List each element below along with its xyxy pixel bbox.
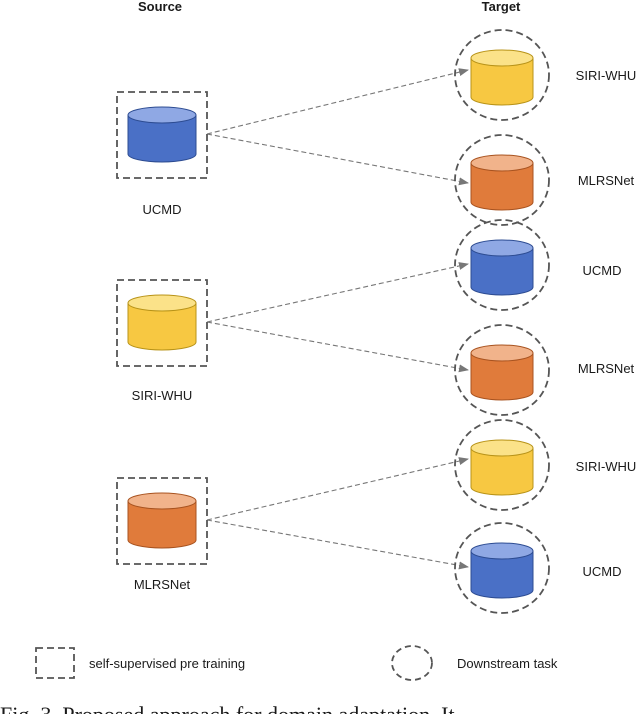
target-header: Target xyxy=(482,0,521,14)
arrow-ucmd-to-mlrsnet xyxy=(206,133,469,186)
target-ucmd xyxy=(454,522,550,614)
pretrain-box xyxy=(116,477,208,565)
source-siri-whu xyxy=(116,279,208,367)
target-mlrsnet xyxy=(454,134,550,226)
source-label: MLRSNet xyxy=(134,577,191,592)
target-siri-whu xyxy=(454,419,550,511)
target-label: SIRI-WHU xyxy=(576,68,637,83)
target-label: MLRSNet xyxy=(578,361,635,376)
arrow-ucmd-to-siri-whu xyxy=(206,68,469,135)
pretrain-box xyxy=(116,279,208,367)
target-mlrsnet xyxy=(454,324,550,416)
target-label: UCMD xyxy=(583,564,622,579)
pretrain-box xyxy=(116,91,208,179)
source-ucmd xyxy=(116,91,208,179)
database-icon xyxy=(470,49,534,106)
database-icon xyxy=(470,239,534,296)
figure-caption-text: Fig. 3. Proposed approach for domain ada… xyxy=(0,702,455,714)
target-label: SIRI-WHU xyxy=(576,459,637,474)
database-icon xyxy=(470,439,534,496)
target-ucmd xyxy=(454,219,550,311)
legend-downstream-label: Downstream task xyxy=(457,656,558,671)
downstream-circle xyxy=(454,134,550,226)
target-label: UCMD xyxy=(583,263,622,278)
database-icon xyxy=(127,492,197,549)
arrow-siri-whu-to-mlrsnet xyxy=(206,321,469,373)
database-icon xyxy=(127,106,197,163)
legend-pretrain-swatch xyxy=(35,647,75,679)
transfer-arrows xyxy=(206,68,469,570)
source-header: Source xyxy=(138,0,182,14)
target-siri-whu xyxy=(454,29,550,121)
downstream-circle xyxy=(454,522,550,614)
arrow-mlrsnet-to-siri-whu xyxy=(206,457,469,521)
legend: self-supervised pre training Downstream … xyxy=(35,645,558,681)
legend-pretrain-label: self-supervised pre training xyxy=(89,656,245,671)
legend-downstream-swatch xyxy=(391,645,433,681)
source-label: SIRI-WHU xyxy=(132,388,193,403)
arrow-mlrsnet-to-ucmd xyxy=(206,519,469,570)
source-mlrsnet xyxy=(116,477,208,565)
target-label: MLRSNet xyxy=(578,173,635,188)
database-icon xyxy=(127,294,197,351)
arrow-siri-whu-to-ucmd xyxy=(206,262,469,323)
downstream-circle xyxy=(454,419,550,511)
downstream-circle xyxy=(454,219,550,311)
database-icon xyxy=(470,344,534,401)
downstream-circle xyxy=(454,324,550,416)
figure-caption: Fig. 3. Proposed approach for domain ada… xyxy=(0,700,638,714)
database-icon xyxy=(470,542,534,599)
database-icon xyxy=(470,154,534,211)
downstream-circle xyxy=(454,29,550,121)
source-label: UCMD xyxy=(143,202,182,217)
